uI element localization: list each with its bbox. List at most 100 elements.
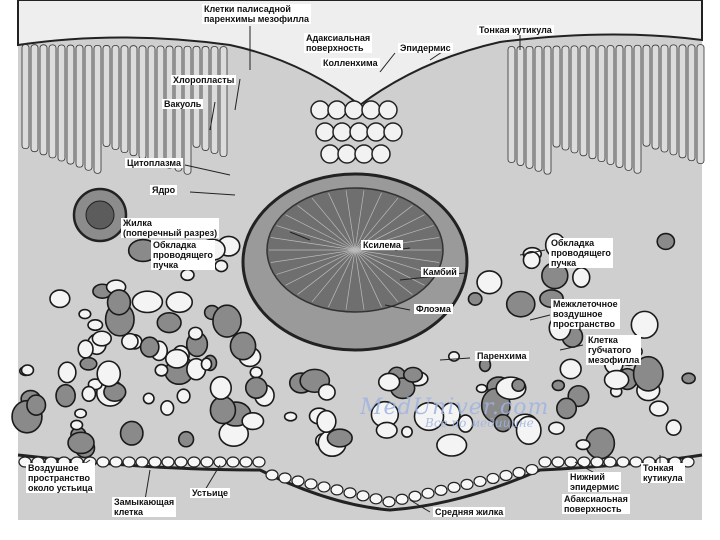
palisade-cell (661, 45, 668, 152)
palisade-cell (526, 46, 533, 168)
lower-epidermis-cell (552, 457, 564, 467)
lower-epidermis-cell (97, 457, 109, 467)
lower-epidermis-cell (279, 473, 291, 483)
lower-epidermis-cell (123, 457, 135, 467)
spongy-cell (210, 377, 231, 400)
spongy-cell (80, 358, 97, 370)
spongy-cell (557, 398, 576, 418)
collenchyma-cell (379, 101, 397, 119)
spongy-cell (210, 397, 235, 424)
spongy-cell (246, 377, 267, 398)
palisade-cell (76, 45, 83, 167)
lower-epidermis-cell (461, 479, 473, 489)
label-parenchyma: Паренхима (475, 351, 529, 361)
palisade-cell (139, 46, 146, 159)
spongy-cell (376, 422, 397, 438)
spongy-cell (319, 384, 335, 400)
lower-epidermis-cell (448, 482, 460, 492)
lower-epidermis-cell (422, 488, 434, 498)
label-bundle-sheath-left: Обкладка проводящего пучка (151, 240, 215, 270)
palisade-cell (652, 45, 659, 149)
collenchyma-cell (333, 123, 351, 141)
spongy-cell (404, 367, 423, 382)
spongy-cell (507, 292, 535, 317)
spongy-cell (50, 290, 70, 307)
collenchyma-cell (367, 123, 385, 141)
lower-epidermis-cell (617, 457, 629, 467)
label-spongy-mesophyll-cell: Клетка губчатого мезофилла (586, 335, 641, 365)
palisade-cell (643, 45, 650, 146)
lower-epidermis-cell (526, 465, 538, 475)
palisade-cell (544, 46, 551, 174)
spongy-cell (213, 305, 241, 337)
spongy-cell (78, 340, 93, 358)
small-vein-core (86, 201, 114, 229)
label-air-space-near-stoma: Воздушное пространство около устьица (26, 463, 95, 493)
lower-epidermis-cell (591, 457, 603, 467)
label-thin-cuticle-top: Тонкая кутикула (477, 25, 554, 35)
spongy-cell (573, 268, 590, 287)
lower-epidermis-cell (396, 494, 408, 504)
palisade-cell (589, 46, 596, 159)
spongy-cell (177, 389, 190, 403)
spongy-cell (682, 373, 695, 383)
lower-epidermis-cell (370, 494, 382, 504)
label-epidermis: Эпидермис (398, 43, 453, 53)
palisade-cell (121, 46, 128, 153)
spongy-cell (58, 362, 75, 382)
collenchyma-cell (338, 145, 356, 163)
palisade-cell (31, 45, 38, 152)
spongy-cell (576, 440, 590, 450)
spongy-cell (79, 310, 91, 319)
label-vacuole: Вакуоль (162, 99, 203, 109)
spongy-cell (250, 367, 262, 378)
collenchyma-cell (355, 145, 373, 163)
palisade-cell (94, 45, 101, 173)
lower-epidermis-cell (292, 476, 304, 486)
collenchyma-cell (372, 145, 390, 163)
palisade-cell (22, 45, 29, 149)
lower-epidermis-cell (175, 457, 187, 467)
spongy-cell (285, 412, 297, 420)
spongy-cell (477, 271, 502, 294)
spongy-cell (132, 291, 162, 312)
label-phloem: Флоэма (414, 304, 453, 314)
collenchyma-cell (384, 123, 402, 141)
spongy-cell (379, 373, 400, 390)
spongy-cell (92, 331, 111, 346)
lower-epidermis-cell (409, 491, 421, 501)
spongy-cell (215, 260, 227, 271)
collenchyma-cell (328, 101, 346, 119)
spongy-cell (68, 432, 94, 453)
lower-epidermis-cell (201, 457, 213, 467)
spongy-cell (657, 234, 674, 250)
lower-epidermis-cell (240, 457, 252, 467)
spongy-cell (477, 385, 487, 393)
lower-epidermis-cell (253, 457, 265, 467)
palisade-cell (616, 45, 623, 167)
label-midrib: Средняя жилка (433, 507, 505, 517)
label-bundle-sheath-right: Обкладка проводящего пучка (549, 238, 613, 268)
label-nucleus: Ядро (150, 185, 177, 195)
lower-epidermis-cell (188, 457, 200, 467)
palisade-cell (103, 45, 110, 146)
palisade-cell (598, 46, 605, 162)
label-stoma: Устьице (190, 488, 230, 498)
collenchyma-cell (316, 123, 334, 141)
lower-epidermis-cell (604, 457, 616, 467)
lower-epidermis-cell (500, 470, 512, 480)
lower-epidermis-cell (266, 470, 278, 480)
watermark-tagline: Все по медицине (425, 416, 534, 430)
spongy-cell (75, 409, 86, 418)
label-adaxial-surface: Адаксиальная поверхность (304, 33, 372, 53)
spongy-cell (230, 332, 255, 359)
palisade-cell (688, 45, 695, 161)
lower-epidermis-cell (149, 457, 161, 467)
spongy-cell (327, 429, 352, 447)
palisade-cell (193, 46, 200, 147)
spongy-cell (523, 252, 539, 269)
palisade-cell (85, 45, 92, 170)
label-chloroplasts: Хлоропласты (171, 75, 236, 85)
spongy-cell (166, 350, 188, 368)
